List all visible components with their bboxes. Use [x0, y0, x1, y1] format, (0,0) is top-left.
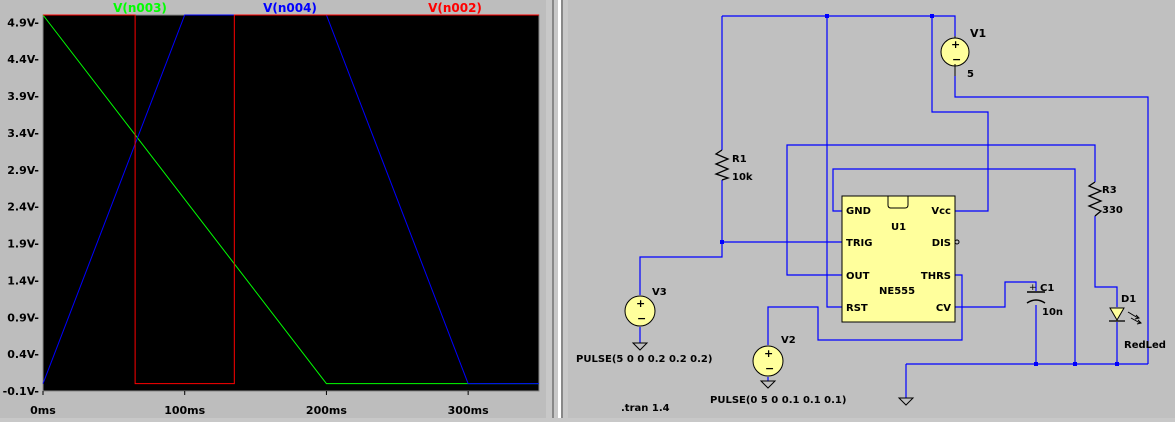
y-tick-label: 3.9V-	[7, 90, 39, 103]
legend-series-0[interactable]: V(n003)	[113, 1, 167, 15]
v3-value[interactable]: PULSE(5 0 0 0.2 0.2 0.2)	[576, 354, 712, 365]
svg-text:+: +	[951, 38, 960, 51]
v3-ref[interactable]: V3	[652, 287, 667, 298]
y-tick-label: -0.1V-	[3, 385, 39, 398]
series-line-V(n002)[interactable]	[43, 14, 539, 385]
r1-value[interactable]: 10k	[732, 172, 753, 183]
c1-capacitor[interactable]: +	[1026, 283, 1046, 304]
svg-text:+: +	[764, 347, 773, 360]
y-tick-label: 0.9V-	[7, 311, 39, 324]
svg-text:−: −	[952, 53, 961, 66]
v1-source[interactable]: + −	[940, 36, 970, 76]
ic-pins: GND Vcc TRIG DIS OUT THRS RST CV U1 NE55…	[846, 206, 951, 314]
r3-resistor[interactable]	[1087, 181, 1103, 217]
y-tick-label: 3.4V-	[7, 127, 39, 140]
svg-text:−: −	[637, 312, 646, 325]
r1-resistor[interactable]	[714, 149, 731, 181]
r1-ref[interactable]: R1	[732, 154, 747, 165]
legend-series-2[interactable]: V(n002)	[428, 1, 482, 15]
waveform-pane[interactable]: V(n003) V(n004) V(n002) 4.9V- 4.4V- 3.9V- 3…	[0, 0, 546, 418]
r3-ref[interactable]: R3	[1102, 185, 1117, 196]
wires	[639, 15, 1149, 398]
tran-directive[interactable]: .tran 1.4	[621, 403, 670, 414]
u1-ref[interactable]: U1	[891, 222, 906, 233]
d1-ref[interactable]: D1	[1121, 294, 1136, 305]
pin-vcc: Vcc	[931, 206, 951, 217]
series-group	[42, 14, 539, 385]
x-tick-label: 300ms	[448, 404, 489, 417]
y-tick-label: 1.9V-	[7, 238, 39, 251]
ground-icon	[897, 397, 915, 406]
junctions	[720, 14, 1119, 366]
v1-value[interactable]: 5	[967, 69, 974, 80]
pin-rst: RST	[846, 303, 868, 314]
pin-out: OUT	[846, 271, 870, 282]
y-tick-label: 2.4V-	[7, 201, 39, 214]
v1-ref[interactable]: V1	[970, 27, 986, 40]
svg-text:−: −	[765, 362, 774, 375]
pin-trig: TRIG	[846, 238, 872, 249]
plot-area[interactable]	[42, 14, 540, 392]
u1-part[interactable]: NE555	[879, 286, 915, 297]
pin-dis: DIS	[932, 238, 951, 249]
d1-value[interactable]: RedLed	[1124, 340, 1166, 351]
x-tick-label: 0ms	[30, 404, 56, 417]
v2-value[interactable]: PULSE(0 5 0 0.1 0.1 0.1)	[710, 395, 846, 406]
schematic-pane[interactable]: GND Vcc TRIG DIS OUT THRS RST CV U1 NE55…	[568, 0, 1175, 418]
y-tick-label: 2.9V-	[7, 164, 39, 177]
pin-gnd: GND	[846, 206, 871, 217]
v3-source[interactable]: + −	[624, 295, 656, 351]
v2-ref[interactable]: V2	[781, 335, 796, 346]
svg-text:+: +	[1029, 283, 1037, 293]
ne555-body[interactable]	[841, 195, 956, 323]
c1-ref[interactable]: C1	[1040, 283, 1054, 294]
v2-source[interactable]: + −	[752, 345, 784, 389]
waveform-svg[interactable]: V(n003) V(n004) V(n002) 4.9V- 4.4V- 3.9V- 3…	[0, 0, 546, 418]
y-tick-label: 4.9V-	[7, 16, 39, 29]
dis-pin-marker	[954, 239, 960, 245]
pin-cv: CV	[936, 303, 951, 314]
legend-series-1[interactable]: V(n004)	[263, 1, 317, 15]
y-tick-label: 4.4V-	[7, 53, 39, 66]
r3-value[interactable]: 330	[1102, 205, 1123, 216]
c1-value[interactable]: 10n	[1042, 307, 1063, 318]
schematic-svg[interactable]: GND Vcc TRIG DIS OUT THRS RST CV U1 NE55…	[568, 0, 1175, 418]
y-axis: 4.9V- 4.4V- 3.9V- 3.4V- 2.9V- 2.4V- 1.9V- 1.4V-…	[3, 16, 39, 398]
d1-led[interactable]	[1109, 307, 1142, 325]
y-tick-label: 0.4V-	[7, 348, 39, 361]
x-tick-label: 100ms	[164, 404, 205, 417]
pane-divider[interactable]	[546, 0, 568, 418]
x-tick-label: 200ms	[306, 404, 347, 417]
ic-notch	[887, 196, 909, 209]
pin-thrs: THRS	[921, 271, 951, 282]
svg-text:+: +	[636, 297, 645, 310]
x-axis: 0ms 100ms 200ms 300ms	[30, 391, 489, 417]
y-tick-label: 1.4V-	[7, 274, 39, 287]
